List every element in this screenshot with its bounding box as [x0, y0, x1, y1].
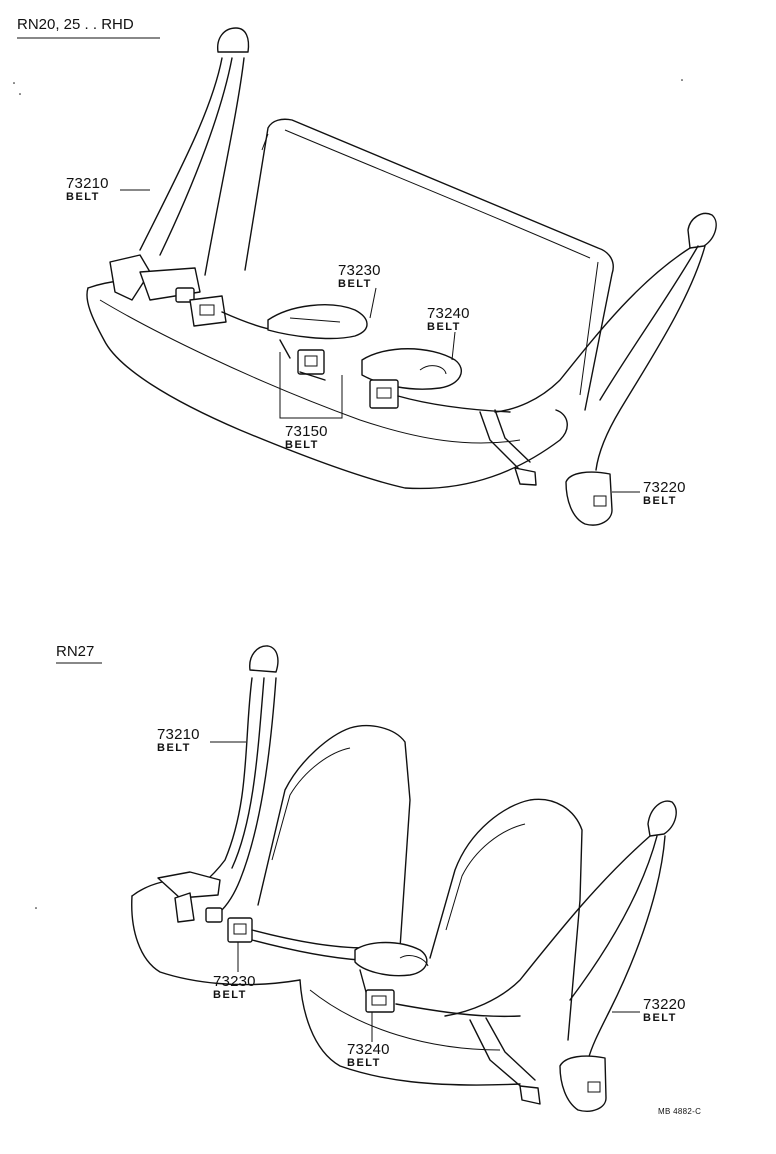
anchor-bottom-left	[249, 645, 279, 673]
part-label-73240-top: 73240 BELT	[427, 306, 470, 333]
anchor-top-left	[217, 27, 250, 53]
part-label-73240-bottom: 73240 BELT	[347, 1042, 390, 1069]
part-label-73220-top: 73220 BELT	[643, 480, 686, 507]
part-label-73230-top: 73230 BELT	[338, 263, 381, 290]
part-name: BELT	[347, 1057, 381, 1069]
part-number: 73150	[285, 423, 328, 440]
part-label-73210-bottom: 73210 BELT	[157, 727, 200, 754]
anchor-top-right	[687, 212, 717, 249]
section-label-bottom: RN27	[56, 643, 95, 660]
part-label-73220-bottom: 73220 BELT	[643, 997, 686, 1024]
part-number: 73210	[66, 175, 109, 192]
leader-lines-top	[120, 189, 640, 493]
belt-assembly-top	[109, 27, 717, 526]
part-number: 73240	[347, 1041, 390, 1058]
part-number: 73220	[643, 479, 686, 496]
part-number: 73230	[213, 973, 256, 990]
part-name: BELT	[66, 191, 100, 203]
bench-seat-top	[86, 118, 614, 490]
part-name: BELT	[643, 495, 677, 507]
part-name: BELT	[213, 989, 247, 1001]
part-label-73150-top: 73150 BELT	[285, 424, 328, 451]
part-label-73210-top: 73210 BELT	[66, 176, 109, 203]
belt-assembly-bottom	[157, 645, 677, 1112]
section-label-top: RN20, 25 . . RHD	[17, 16, 134, 33]
part-name: BELT	[157, 742, 191, 754]
part-number: 73220	[643, 996, 686, 1013]
bucket-seats-bottom	[131, 724, 583, 1086]
drawing-code: MB 4882-C	[658, 1107, 702, 1116]
part-label-73230-bottom: 73230 BELT	[213, 974, 256, 1001]
part-number: 73230	[338, 262, 381, 279]
part-name: BELT	[427, 321, 461, 333]
part-name: BELT	[338, 278, 372, 290]
anchor-bottom-right	[647, 800, 677, 837]
leader-lines-bottom	[210, 741, 640, 1042]
part-name: BELT	[285, 439, 319, 451]
part-number: 73210	[157, 726, 200, 743]
part-name: BELT	[643, 1012, 677, 1024]
part-number: 73240	[427, 305, 470, 322]
